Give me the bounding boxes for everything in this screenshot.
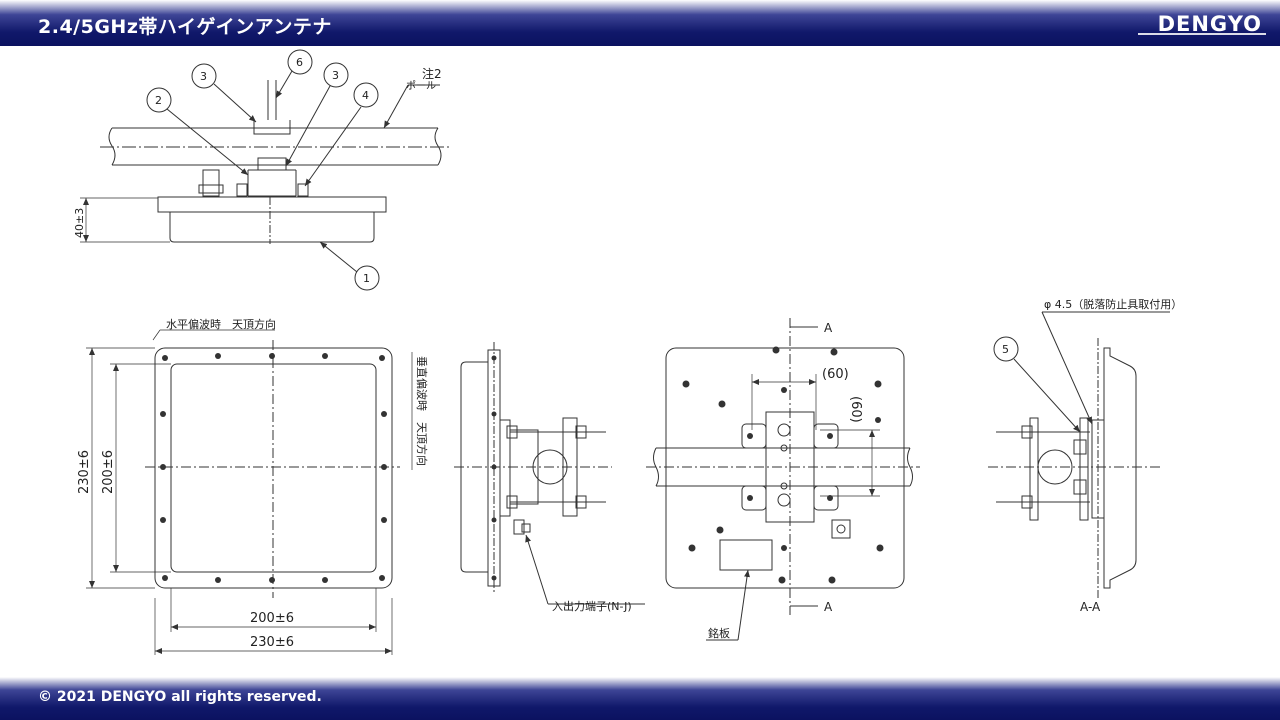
back-view-screws: [682, 346, 884, 584]
callout-3b: 3: [332, 69, 339, 82]
dengyo-logo: DENGYO: [1157, 12, 1262, 36]
front-dim-width-inner: 200±6: [250, 611, 294, 626]
label-vertical-pol: 垂直偏波時 天頂方向: [415, 356, 429, 466]
side-view: [454, 342, 645, 605]
pole-label: ポール: [406, 80, 436, 92]
header-bar: 2.4/5GHz帯ハイゲインアンテナ DENGYO: [0, 0, 1280, 46]
callout-6: 6: [296, 56, 303, 69]
back-dim-vertical: (60): [848, 396, 863, 423]
callout-3a: 3: [200, 70, 207, 83]
page-title: 2.4/5GHz帯ハイゲインアンテナ: [38, 16, 332, 38]
front-view: [86, 329, 413, 655]
front-dim-height-outer: 230±6: [77, 450, 92, 494]
top-view: [80, 49, 450, 291]
front-dim-width-outer: 230±6: [250, 635, 294, 650]
callout-5: 5: [1002, 343, 1009, 356]
label-horizontal-pol: 水平偏波時 天頂方向: [166, 317, 276, 331]
front-view-bolts: [160, 353, 387, 583]
footer-bar: © 2021 DENGYO all rights reserved.: [0, 677, 1280, 720]
nameplate-label: 銘板: [708, 626, 730, 640]
logo-underline: [1138, 33, 1266, 35]
drawing-labels: 1 2 3 3 4 6 注2 ポール 40±3 200±6 230±6 230±…: [73, 56, 1182, 650]
top-height-dim: 40±3: [73, 208, 86, 238]
copyright-text: © 2021 DENGYO all rights reserved.: [38, 689, 322, 705]
callout-2: 2: [155, 94, 162, 107]
callout-1: 1: [363, 272, 370, 285]
back-view: [646, 318, 920, 641]
note-label: 注2: [422, 66, 442, 81]
hole-note: φ 4.5（脱落防止具取付用）: [1044, 297, 1182, 311]
section-view: [988, 311, 1170, 600]
front-dim-height-inner: 200±6: [101, 450, 116, 494]
section-title: A-A: [1080, 600, 1101, 614]
technical-drawing: 1 2 3 3 4 6 注2 ポール 40±3 200±6 230±6 230±…: [73, 49, 1182, 655]
section-mark-bottom: A: [824, 600, 833, 614]
section-mark-top: A: [824, 321, 833, 335]
connector-label: 入出力端子(N-J): [552, 599, 632, 613]
side-view-bolts: [491, 355, 497, 581]
callout-4: 4: [362, 89, 369, 102]
back-dim-horizontal: (60): [822, 367, 849, 382]
